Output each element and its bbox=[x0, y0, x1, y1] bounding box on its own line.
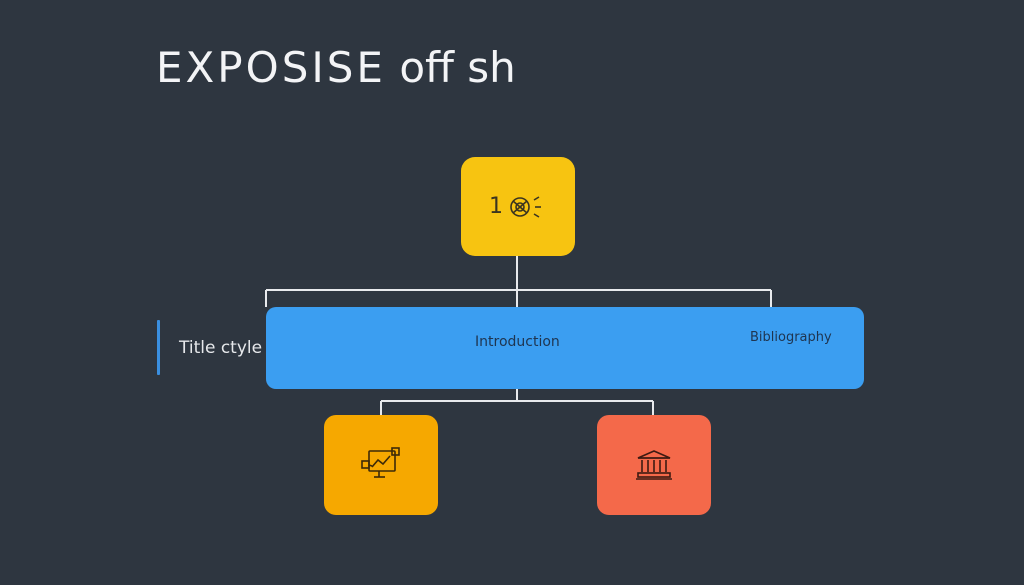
title-tail: off sh bbox=[399, 43, 516, 92]
banner-label-bibliography: Bibliography bbox=[750, 330, 832, 345]
bottom-left-node bbox=[324, 415, 438, 515]
banner-label-introduction: Introduction bbox=[475, 334, 560, 350]
top-node: 1 bbox=[461, 157, 575, 256]
top-node-glyph: 1 bbox=[489, 194, 503, 219]
bank-building-icon bbox=[636, 450, 672, 480]
page-title: EXPOSISE off sh bbox=[156, 40, 516, 96]
bottom-right-node bbox=[597, 415, 711, 515]
side-accent-bar bbox=[157, 320, 160, 375]
workflow-chart-icon bbox=[361, 447, 400, 478]
title-caps: EXPOSISE bbox=[156, 43, 386, 92]
side-label: Title ctyle bbox=[179, 338, 263, 358]
section-banner: Introduction Bibliography bbox=[266, 307, 864, 389]
gear-badge-icon bbox=[510, 195, 541, 218]
